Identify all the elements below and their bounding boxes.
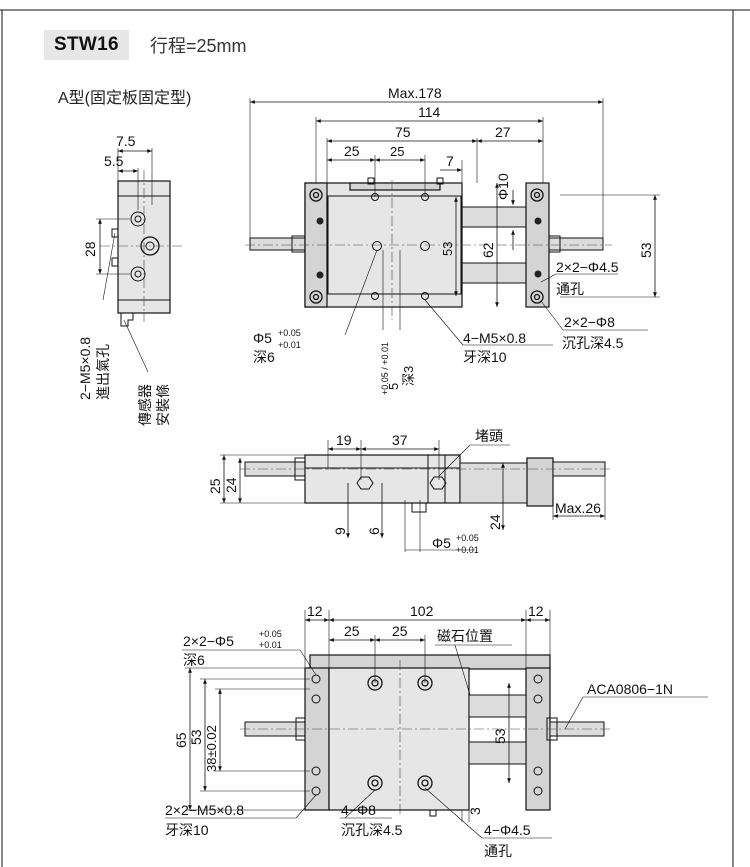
dim-7: 7 [446, 153, 454, 169]
aca-label: ACA0806−1N [587, 681, 673, 697]
port-label: 2−M5×0.8 [77, 337, 93, 400]
front-24: 24 [223, 477, 239, 493]
front-37: 37 [392, 432, 408, 448]
stroke-label: 行程=25mm [150, 36, 247, 56]
dim-62: 62 [480, 242, 496, 258]
hole-b-label: 2×2−Φ8 [564, 314, 615, 330]
bottom-25b: 25 [392, 623, 408, 639]
pin2-depth: 深3 [401, 366, 416, 386]
pin2-tol: +0.05 / +0.01 [380, 342, 390, 395]
front-max26: Max.26 [555, 500, 601, 516]
bottom-th-sub: 通孔 [484, 843, 512, 859]
plug-label: 堵頭 [475, 428, 503, 444]
dim-27: 27 [495, 124, 511, 140]
model-label: STW16 [44, 30, 129, 60]
dim-phi10: Φ10 [495, 173, 511, 200]
dim-53-inner: 53 [440, 242, 455, 256]
pin-dia: Φ5 [253, 330, 272, 346]
view-a-title: A型(固定板固定型) [58, 90, 192, 107]
bottom-tap-sub: 牙深10 [165, 822, 209, 838]
bottom-12b: 12 [528, 603, 544, 619]
bottom-th: 4−Φ4.5 [484, 822, 531, 838]
pin2-t1: 5 [386, 383, 401, 390]
bottom-tap: 2×2−M5×0.8 [165, 802, 244, 818]
bottom-25a: 25 [344, 623, 360, 639]
bottom-3: 3 [467, 807, 483, 815]
bottom-cb: 4−Φ8 [341, 802, 376, 818]
dim-5-5: 5.5 [104, 153, 124, 169]
top-max: Max.178 [388, 85, 442, 101]
bottom-102: 102 [410, 603, 434, 619]
front-pin-tol-up: +0.05 [456, 533, 479, 543]
bottom-pin-depth: 深6 [183, 652, 205, 668]
dim-25b: 25 [390, 144, 404, 159]
hole-a-label: 2×2−Φ4.5 [556, 259, 619, 275]
bottom-pin-tol-up: +0.05 [259, 629, 282, 639]
bottom-38: 38±0.02 [204, 725, 219, 772]
port-sub: 進出氣孔 [95, 344, 111, 400]
pin-depth: 深6 [253, 349, 275, 365]
bottom-pin-tol-dn: +0.01 [259, 640, 282, 650]
dim-7-5: 7.5 [116, 133, 136, 149]
tap-sub: 牙深10 [463, 349, 507, 365]
dim-75: 75 [395, 124, 411, 140]
sensor-label: 傳感器 [137, 384, 153, 426]
front-view: 19 37 堵頭 25 24 9 6 24 Max.26 Φ5 [207, 428, 612, 555]
hole-a-sub: 通孔 [556, 281, 584, 297]
pin-tol-dn: +0.01 [278, 340, 301, 350]
bottom-12a: 12 [307, 603, 323, 619]
bottom-53: 53 [188, 729, 204, 745]
bottom-pin: 2×2−Φ5 [183, 633, 234, 649]
dim-53-right: 53 [638, 242, 654, 258]
bottom-65: 65 [173, 732, 189, 748]
bottom-53r: 53 [492, 728, 508, 744]
side-view: 7.5 5.5 28 2−M5×0.8 進出氣孔 傳感器 安裝條 [77, 133, 182, 426]
front-pin-dia: Φ5 [432, 535, 451, 551]
front-24b: 24 [487, 514, 503, 530]
bottom-view: 12 102 12 25 25 磁石位置 2×2−Φ5 +0.05 +0.01 … [165, 603, 708, 859]
hole-b-sub: 沉孔深4.5 [562, 335, 624, 351]
sensor-sub: 安裝條 [155, 384, 171, 426]
dim-25a: 25 [344, 143, 360, 159]
dim-114: 114 [418, 104, 441, 120]
bottom-cb-sub: 沉孔深4.5 [341, 822, 403, 838]
front-pin-tol-dn: +0.01 [456, 545, 479, 555]
dim-28: 28 [82, 241, 98, 257]
magnet-label: 磁石位置 [437, 628, 493, 644]
top-view: Max.178 114 75 27 25 25 7 Φ10 53 [245, 85, 660, 395]
pin-tol-up: +0.05 [278, 328, 301, 338]
front-9: 9 [332, 527, 348, 535]
front-25: 25 [207, 478, 223, 494]
tap-label: 4−M5×0.8 [463, 330, 526, 346]
front-19: 19 [336, 432, 352, 448]
front-6: 6 [366, 527, 382, 535]
